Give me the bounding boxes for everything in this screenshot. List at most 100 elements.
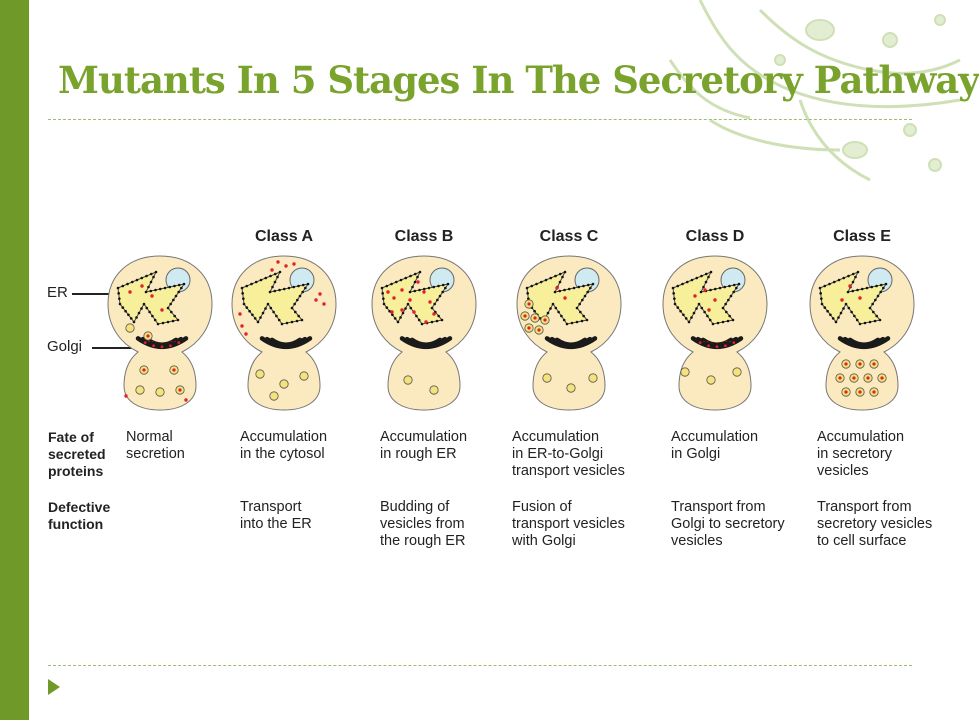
ribosome-dot bbox=[385, 284, 389, 288]
ribosome-dot bbox=[278, 270, 282, 274]
ribosome-dot bbox=[385, 306, 389, 309]
defect-header-line-1: Defective bbox=[48, 499, 111, 515]
ribosome-dot bbox=[380, 286, 384, 290]
ribosome-dot bbox=[268, 290, 272, 294]
ribosome-dot bbox=[687, 320, 691, 324]
ribosome-dot bbox=[731, 318, 735, 322]
protein-dot bbox=[872, 362, 876, 366]
ribosome-dot bbox=[847, 274, 850, 278]
protein-dot bbox=[840, 298, 844, 302]
fate-header-line-1: Fate of bbox=[48, 429, 94, 445]
protein-dot bbox=[400, 288, 404, 292]
ribosome-dot bbox=[823, 306, 827, 309]
defect-class-e: Transport from secretory vesicles to cel… bbox=[817, 499, 957, 550]
ribosome-dot bbox=[130, 280, 134, 284]
ribosome-dot bbox=[382, 302, 386, 306]
ribosome-dot bbox=[132, 320, 136, 324]
fate-class-d: Accumulation in Golgi bbox=[671, 429, 811, 463]
ribosome-dot bbox=[818, 286, 822, 290]
ribosome-dot bbox=[578, 302, 581, 306]
ribosome-dot bbox=[554, 274, 557, 278]
ribosome-dot bbox=[415, 314, 418, 318]
protein-dot bbox=[412, 310, 416, 314]
protein-dot bbox=[533, 316, 537, 320]
ribosome-dot bbox=[850, 310, 853, 314]
protein-dot bbox=[732, 341, 736, 345]
vesicle bbox=[255, 369, 265, 379]
golgi-pointer-line bbox=[92, 347, 142, 349]
protein-dot bbox=[172, 368, 176, 372]
ribosome-dot bbox=[585, 318, 589, 322]
ribosome-dot bbox=[127, 313, 130, 317]
vesicle bbox=[566, 383, 576, 393]
ribosome-dot bbox=[561, 275, 564, 279]
ribosome-dot bbox=[579, 310, 582, 314]
ribosome-dot bbox=[124, 309, 127, 313]
ribosome-dot bbox=[264, 307, 267, 310]
ribosome-dot bbox=[406, 302, 410, 306]
ribosome-dot bbox=[273, 272, 277, 276]
defect-e-line-2: secretory vesicles bbox=[817, 516, 933, 532]
ribosome-dot bbox=[437, 314, 440, 318]
ribosome-dot bbox=[413, 272, 417, 276]
defect-class-d: Transport from Golgi to secretory vesicl… bbox=[671, 499, 811, 550]
class-b-heading: Class B bbox=[394, 228, 454, 245]
ribosome-dot bbox=[876, 294, 880, 298]
ribosome-dot bbox=[685, 280, 689, 284]
ribosome-dot bbox=[832, 280, 836, 284]
protein-dot bbox=[270, 268, 274, 272]
ribosome-dot bbox=[118, 297, 121, 300]
ribosome-dot bbox=[166, 306, 170, 310]
ribosome-dot bbox=[273, 289, 277, 293]
ribosome-dot bbox=[417, 318, 421, 322]
ribosome-dot bbox=[577, 285, 581, 289]
ribosome-dot bbox=[444, 286, 447, 290]
ribosome-dot bbox=[565, 322, 569, 326]
ribosome-dot bbox=[173, 284, 176, 288]
ribosome-dot bbox=[732, 290, 735, 294]
ribosome-dot bbox=[437, 284, 440, 288]
ribosome-dot bbox=[381, 292, 384, 295]
vesicle bbox=[706, 375, 716, 385]
protein-dot bbox=[838, 376, 842, 380]
ribosome-dot bbox=[301, 290, 304, 294]
ribosome-dot bbox=[435, 319, 439, 323]
ribosome-dot bbox=[163, 286, 167, 290]
ribosome-dot bbox=[300, 318, 304, 322]
protein-dot bbox=[724, 344, 727, 348]
ribosome-dot bbox=[135, 278, 139, 282]
protein-dot bbox=[428, 300, 432, 304]
ribosome-dot bbox=[858, 322, 862, 326]
defect-a-line-2: into the ER bbox=[240, 516, 312, 532]
footer-divider bbox=[48, 665, 912, 666]
protein-dot bbox=[693, 294, 697, 298]
ribosome-dot bbox=[826, 309, 829, 313]
ribosome-dot bbox=[245, 306, 249, 309]
ribosome-dot bbox=[695, 276, 699, 280]
protein-dot bbox=[140, 284, 144, 288]
ribosome-dot bbox=[847, 306, 851, 310]
protein-dot bbox=[715, 345, 719, 349]
defect-row-header: Defective function bbox=[48, 499, 123, 533]
ribosome-dot bbox=[549, 276, 553, 280]
ribosome-dot bbox=[261, 311, 265, 315]
ribosome-dot bbox=[271, 285, 274, 289]
protein-dot bbox=[408, 298, 412, 302]
ribosome-dot bbox=[170, 310, 173, 314]
ribosome-dot bbox=[879, 290, 882, 294]
ribosome-dot bbox=[844, 302, 848, 306]
ribosome-dot bbox=[549, 307, 552, 310]
ribosome-dot bbox=[145, 306, 149, 310]
cell-membrane bbox=[107, 255, 213, 411]
ribosome-dot bbox=[874, 298, 877, 302]
ribosome-dot bbox=[878, 318, 882, 322]
ribosome-dot bbox=[149, 289, 153, 293]
defect-d-line-1: Transport from bbox=[671, 499, 766, 515]
ribosome-dot bbox=[713, 287, 717, 291]
ribosome-dot bbox=[391, 313, 394, 317]
defect-b-line-2: vesicles from bbox=[380, 516, 465, 532]
ribosome-dot bbox=[681, 282, 684, 286]
ribosome-dot bbox=[671, 286, 675, 290]
class-e-heading: Class E bbox=[833, 228, 891, 245]
ribosome-dot bbox=[174, 294, 178, 298]
